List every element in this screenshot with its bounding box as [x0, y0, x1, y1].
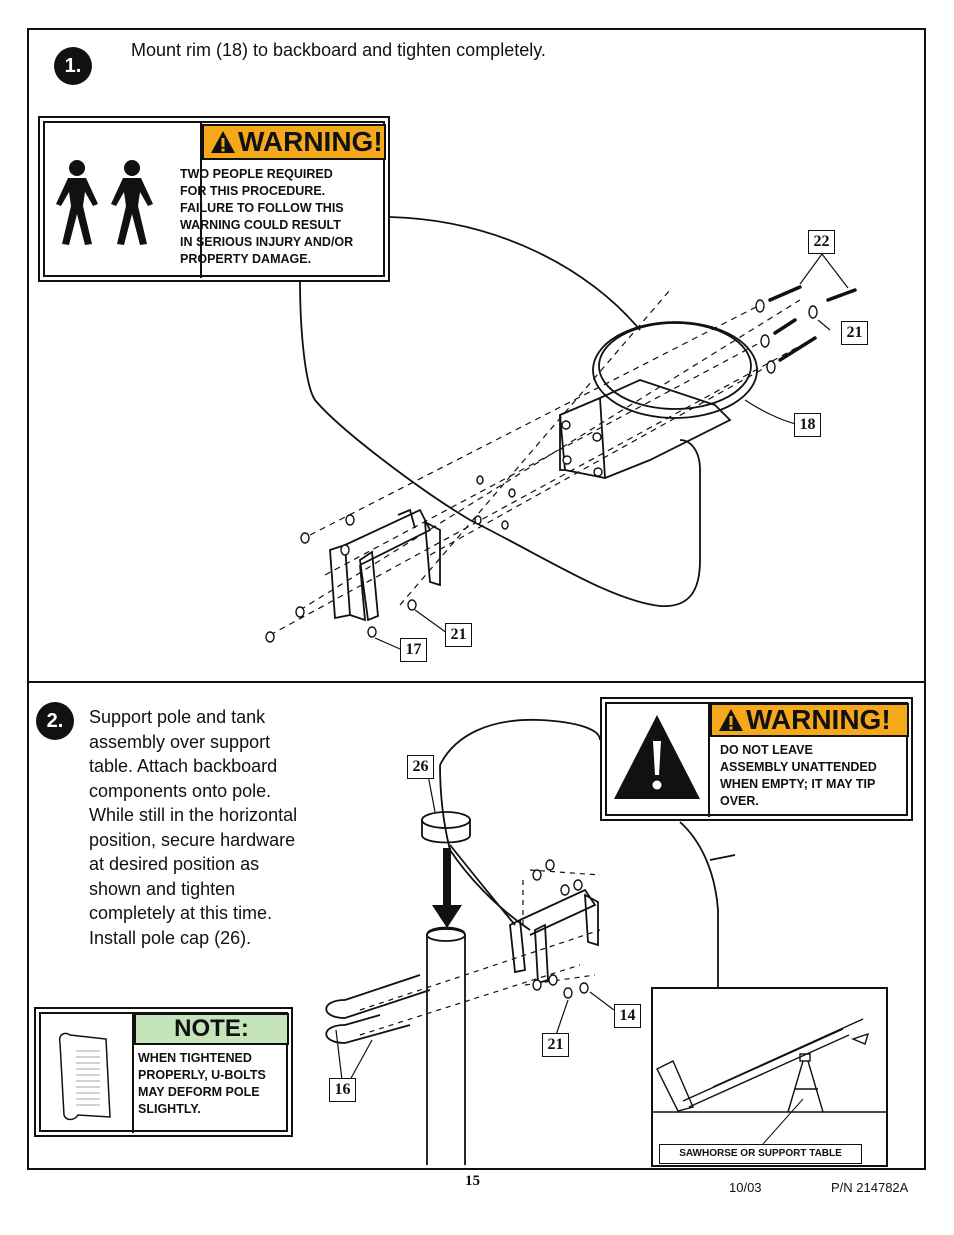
section-divider: [27, 681, 926, 683]
part-callout-21: 21: [542, 1033, 569, 1057]
warning-header-2: WARNING!: [710, 703, 909, 737]
warning-text-1: TWO PEOPLE REQUIRED FOR THIS PROCEDURE. …: [180, 167, 354, 266]
warning-triangle-icon: [719, 709, 743, 731]
note-box: NOTE: WHEN TIGHTENED PROPERLY, U-BOLTS M…: [34, 1007, 293, 1137]
rim-mounting-diagram: [265, 216, 857, 650]
sawhorse-label: SAWHORSE OR SUPPORT TABLE: [659, 1144, 862, 1164]
note-text: WHEN TIGHTENED PROPERLY, U-BOLTS MAY DEF…: [138, 1051, 266, 1116]
revision-date: 10/03: [729, 1180, 762, 1195]
warning-triangle-icon: [211, 131, 235, 153]
two-people-icon: [56, 160, 153, 245]
warning-header-1: WARNING!: [202, 124, 386, 160]
step-1-badge: 1.: [54, 47, 92, 85]
part-callout-26: 26: [407, 755, 434, 779]
step-1-instruction: Mount rim (18) to backboard and tighten …: [131, 40, 546, 60]
warning-text-2: DO NOT LEAVE ASSEMBLY UNATTENDED WHEN EM…: [720, 743, 877, 808]
note-header: NOTE:: [134, 1013, 289, 1045]
page-frame: [27, 28, 926, 1170]
step-2-badge: 2.: [36, 702, 74, 740]
leader-line: [762, 1098, 804, 1145]
part-number: P/N 214782A: [831, 1180, 909, 1195]
instruction-sheet-icon: [58, 1032, 111, 1121]
step-2-instruction: Support pole and tank assembly over supp…: [89, 707, 298, 948]
part-callout-14: 14: [614, 1004, 641, 1028]
warning-unattended: WARNING! DO NOT LEAVE ASSEMBLY UNATTENDE…: [600, 697, 913, 821]
sawhorse-illustration: [653, 1018, 886, 1113]
part-callout-22: 22: [808, 230, 835, 254]
part-callout-16: 16: [329, 1078, 356, 1102]
page-number: 15: [465, 1173, 480, 1189]
warning-two-people: WARNING! TWO PEOPLE REQUIRED FOR THIS PR…: [38, 116, 390, 282]
sawhorse-inset: SAWHORSE OR SUPPORT TABLE: [651, 987, 888, 1167]
part-callout-21: 21: [841, 321, 868, 345]
exclamation-triangle-icon: [614, 715, 700, 799]
part-callout-21: 21: [445, 623, 472, 647]
part-callout-17: 17: [400, 638, 427, 662]
part-callout-18: 18: [794, 413, 821, 437]
